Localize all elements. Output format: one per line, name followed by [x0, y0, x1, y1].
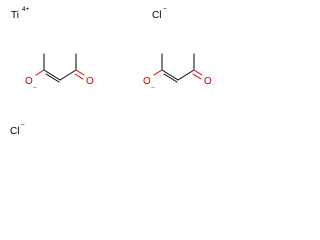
right-enolate-o-charge: − [151, 85, 155, 92]
ligand-right: O − O [143, 53, 212, 92]
structure-svg: Ti 4+ Cl − Cl − [10, 6, 212, 137]
cl-bottom-symbol: Cl [10, 126, 19, 137]
left-enolate-o-charge: − [33, 85, 37, 92]
chloride-top: Cl − [152, 6, 167, 21]
chloride-bottom: Cl − [10, 122, 25, 137]
left-enolate-oxygen: O − [25, 76, 37, 92]
bond-left-c2-c3 [43, 69, 61, 81]
bond-right-c-o-minus [153, 69, 163, 76]
right-ketone-o-symbol: O [204, 76, 212, 87]
right-enolate-o-symbol: O [143, 76, 151, 87]
left-enolate-o-symbol: O [25, 76, 33, 87]
cl-bottom-charge: − [21, 122, 25, 129]
bond-right-c-o-double [193, 69, 203, 76]
right-enolate-oxygen: O − [143, 76, 155, 92]
bond-right-c3-c4 [177, 69, 195, 81]
bond-left-c-o-double-2 [74, 73, 84, 80]
ligand-left: O − O [25, 53, 94, 92]
bond-right-c2-c3 [161, 69, 179, 81]
bond-right-c2-c3-double [163, 73, 178, 83]
cl-top-symbol: Cl [152, 10, 161, 21]
bond-left-c2-c3-double [45, 73, 60, 83]
ti-charge: 4+ [22, 6, 30, 13]
titanium-ion: Ti 4+ [11, 6, 30, 21]
cl-top-charge: − [163, 6, 167, 13]
molecule-diagram: Ti 4+ Cl − Cl − [10, 6, 212, 137]
bond-right-c-o-double-2 [192, 73, 202, 80]
bond-left-c-o-minus [35, 69, 45, 76]
bond-left-c-o-double [75, 69, 85, 76]
left-ketone-o-symbol: O [86, 76, 94, 87]
ti-symbol: Ti [11, 10, 19, 21]
bond-left-c3-c4 [59, 69, 77, 81]
